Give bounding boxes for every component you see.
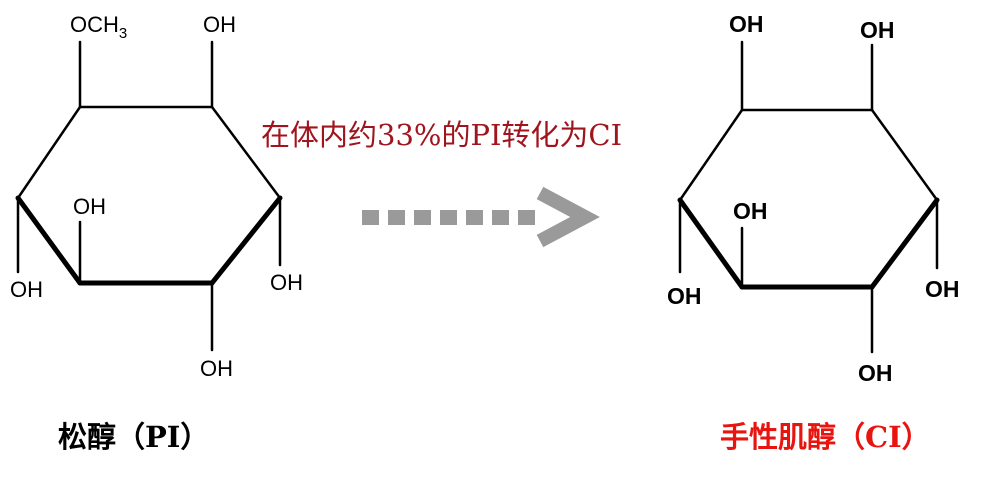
- ci-label-oh-right: OH: [925, 276, 960, 302]
- pinitol-substituent-bonds: [16, 40, 282, 352]
- conversion-label: 在体内约33%的PI转化为CI: [261, 118, 623, 152]
- pinitol-ring: [15, 105, 283, 286]
- pi-label-oh-bottom: OH: [200, 356, 233, 381]
- arrow-dash-4: [440, 210, 457, 225]
- arrow-dash-7: [518, 210, 535, 225]
- pinitol-structure: OCH3 OH OH OH OH OH: [10, 12, 303, 381]
- pi-bond-lower-right: [209, 195, 283, 286]
- pi-bond-upper-right: [210, 105, 282, 200]
- ci-ring: [677, 108, 940, 290]
- pi-label-oh-center: OH: [73, 194, 106, 219]
- pi-label-oh-top: OH: [203, 12, 236, 37]
- pi-bond-upper-left: [16, 105, 82, 200]
- conversion-arrow: [362, 186, 600, 248]
- ci-label-oh-bottom: OH: [858, 360, 893, 386]
- ci-bond-upper-left: [678, 108, 744, 202]
- pi-label-ome: OCH3: [70, 12, 127, 42]
- pinitol-labels: OCH3 OH OH OH OH OH: [10, 12, 303, 381]
- ci-label-oh-left: OH: [667, 283, 702, 309]
- arrow-dash-3: [414, 210, 431, 225]
- arrow-dash-1: [362, 210, 379, 225]
- chiro-inositol-caption: 手性肌醇（CI）: [720, 420, 931, 454]
- ci-bond-lower-left: [677, 197, 745, 290]
- ci-bond-upper-right: [870, 108, 939, 202]
- ci-substituent-bonds: [678, 40, 939, 354]
- pinitol-caption: 松醇（PI）: [58, 420, 210, 454]
- ci-labels: OH OH OH OH OH OH: [667, 11, 960, 386]
- pi-bond-lower-left: [15, 195, 83, 286]
- ci-bond-lower-right: [869, 197, 940, 290]
- arrow-head-chevron: [536, 186, 600, 248]
- arrow-dash-2: [388, 210, 405, 225]
- pi-label-oh-right: OH: [270, 270, 303, 295]
- arrow-dash-6: [492, 210, 509, 225]
- ci-label-oh-center: OH: [733, 198, 768, 224]
- arrow-dash-5: [466, 210, 483, 225]
- ci-label-oh-top-right: OH: [860, 17, 895, 43]
- chiro-inositol-structure: OH OH OH OH OH OH: [667, 11, 960, 386]
- pi-label-oh-left: OH: [10, 277, 43, 302]
- ci-label-oh-top-left: OH: [729, 11, 764, 37]
